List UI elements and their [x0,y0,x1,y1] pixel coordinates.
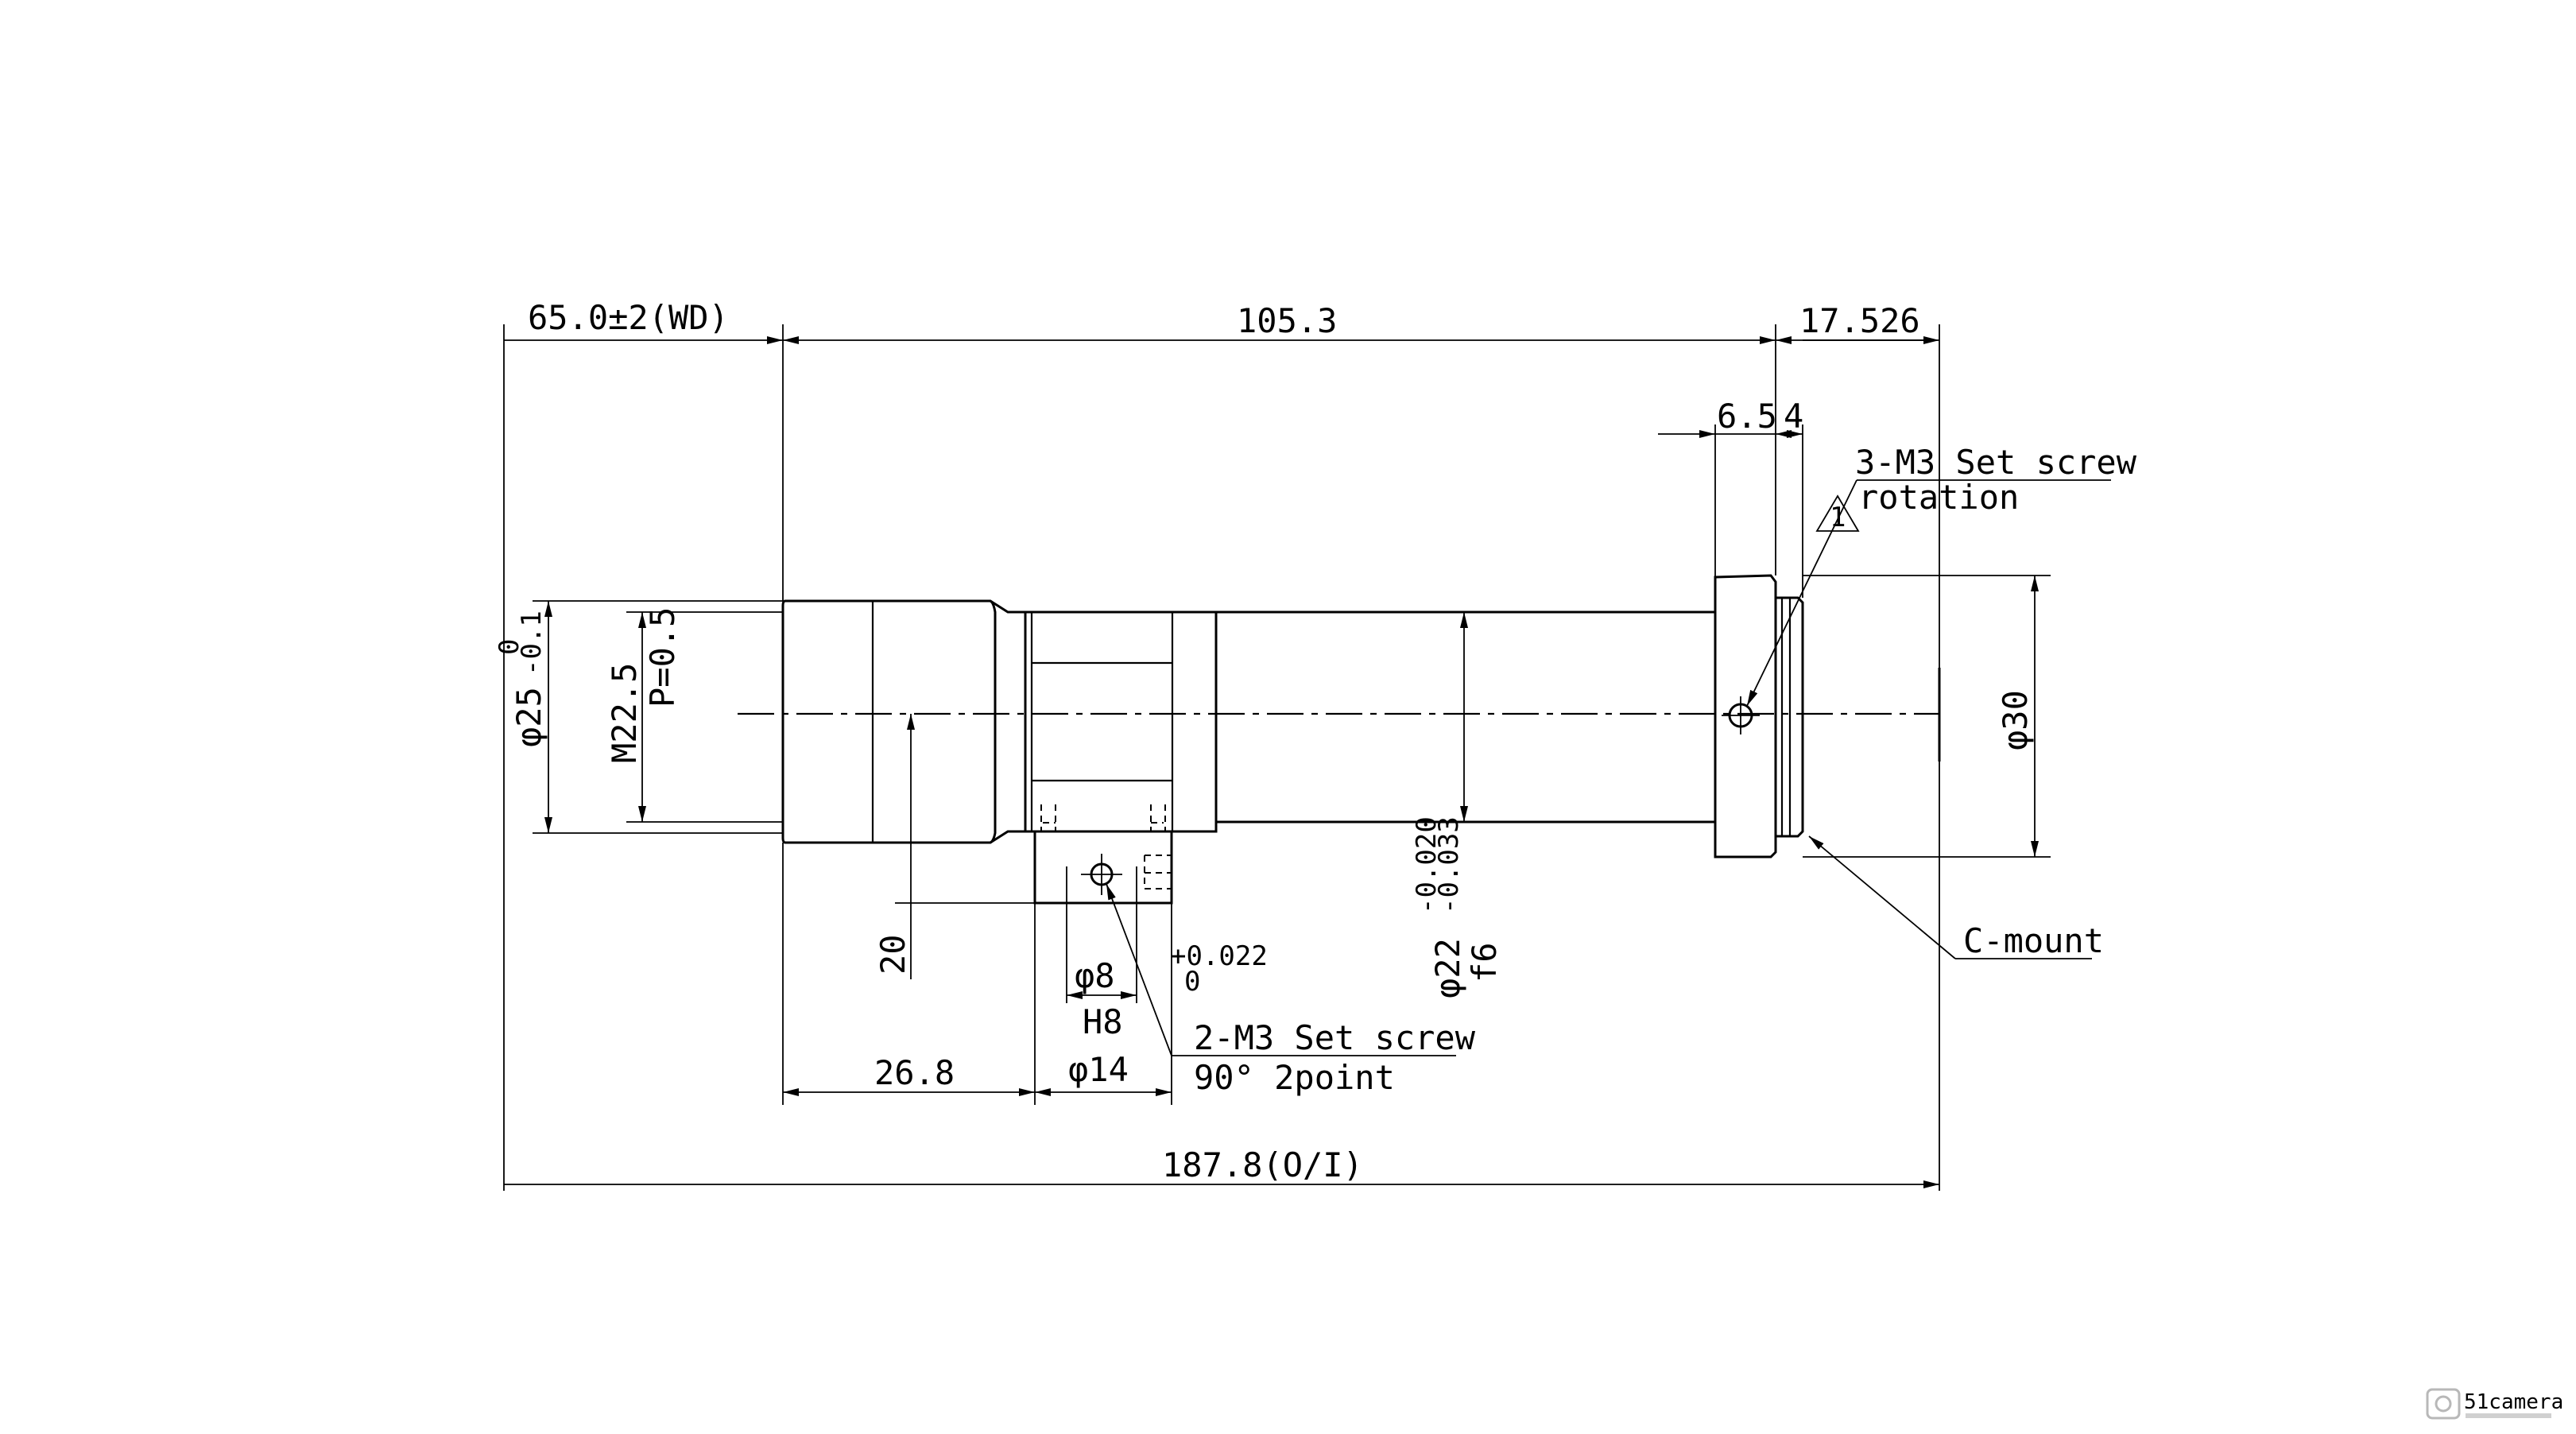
leaders [1106,479,2111,1056]
label-mid-screw-line1: 2-M3 Set screw [1194,1018,1476,1057]
barrel [1214,610,1717,824]
label-pitch: P=0.5 [643,607,682,707]
watermark-brand: 51camera [2464,1390,2563,1414]
label-body-length: 105.3 [1237,301,1337,340]
label-barrel-tol-lower: -0.033 [1433,816,1465,914]
label-pin-height: 20 [874,934,912,975]
c-mount-thread [1776,596,1804,838]
label-hole-tol-lower: 0 [1184,966,1200,998]
leader-c-mount [1808,835,1956,959]
watermark-lens-icon [2435,1395,2452,1413]
label-barrel-fit: f6 [1465,942,1504,982]
leader-mid-screw [1106,883,1172,1056]
label-mount-a: 6.5 [1717,397,1777,436]
dimension-lines [503,324,2051,1191]
label-front-tol-lower: -0.1 [516,610,548,676]
watermark-tagline-mark [2466,1413,2551,1418]
label-wd: 65.0±2(WD) [528,298,729,337]
revision-triangle [1815,494,1860,532]
label-front-dia: φ25 [509,687,548,747]
label-hole-fit: H8 [1083,1002,1123,1041]
label-hole-tol-upper: +0.022 [1170,940,1268,972]
label-c-mount: C-mount [1963,921,2104,960]
label-flange: 17.526 [1799,301,1920,340]
label-block-width: φ14 [1068,1050,1129,1089]
label-mid-screw-line2: 90° 2point [1194,1058,1395,1097]
label-barrel-tol-upper: -0.020 [1411,816,1443,914]
rear-flange [1714,574,1777,858]
label-rear-dia: φ30 [1996,690,2035,750]
front-cap [781,599,997,844]
label-hole-dia: φ8 [1075,956,1115,995]
mounting-block-hidden-line [1144,855,1172,889]
revision-mark: 1 [1830,502,1846,533]
lens-body [738,574,1941,905]
watermark: 51camera [2426,1388,2563,1420]
leader-rear-screw [1746,479,1857,707]
labels: 65.0±2(WD) 105.3 17.526 6.5 4 3-M3 Set s… [494,298,2137,1184]
watermark-logo-icon [2426,1388,2461,1420]
mounting-block-hidden-line [1040,804,1166,831]
middle-block [1024,610,1218,833]
label-rear-screw-line1: 3-M3 Set screw [1855,443,2137,482]
label-rear-screw-line2: rotation [1858,478,2019,517]
label-thread: M22.5 [605,663,644,763]
label-mount-b: 4 [1784,397,1803,436]
mounting-block [1033,830,1173,905]
label-barrel-dia: φ22 [1428,938,1467,998]
label-pin-offset: 26.8 [874,1053,955,1092]
label-front-tol-upper: 0 [494,639,525,655]
label-total: 187.8(O/I) [1162,1145,1363,1184]
